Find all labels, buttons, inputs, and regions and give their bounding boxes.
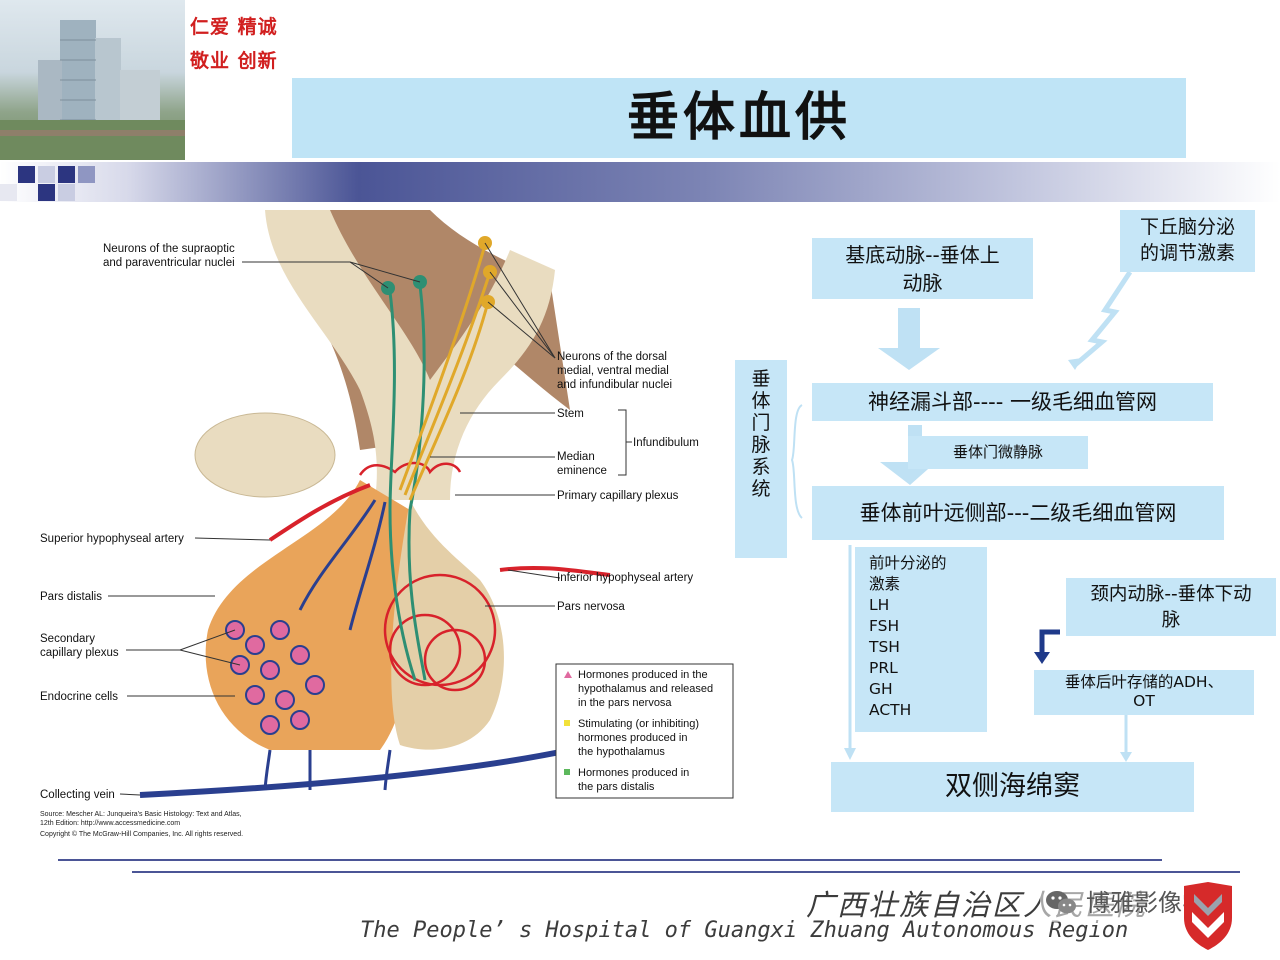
- box-portal-venules: 垂体门微静脉: [908, 436, 1088, 469]
- hospital-motto: 仁爱 精诚 敬业 创新: [190, 10, 300, 78]
- decor-square: [38, 184, 55, 201]
- hormone-gh: GH: [869, 680, 893, 698]
- legend-item-3-line-1: Hormones produced in: [578, 767, 689, 779]
- box-basal-artery: 基底动脉--垂体上 动脉: [812, 238, 1033, 299]
- posterior-line-1: 垂体后叶存储的ADH、: [1064, 673, 1224, 691]
- label-median-1: Median: [557, 451, 595, 463]
- decor-square: [18, 166, 35, 183]
- basal-line-1: 基底动脉--垂体上: [845, 243, 1000, 267]
- arrow-hypothalamic-hormones: [1073, 270, 1133, 367]
- decor-square: [58, 166, 75, 183]
- superior-hypophyseal-artery: [268, 483, 371, 542]
- portal-char-2: 体: [751, 390, 771, 412]
- label-supraoptic-2: and paraventricular nuclei: [103, 257, 235, 269]
- label-leader-lines: [108, 242, 632, 796]
- secondary-capillary-plexus: [225, 620, 325, 735]
- hospital-logo-icon: [1184, 882, 1232, 950]
- hypo-line-2: 的调节激素: [1139, 242, 1235, 264]
- label-stem: Stem: [557, 408, 584, 420]
- diagram-legend: Hormones produced in the hypothalamus an…: [555, 663, 734, 799]
- hormone-lh: LH: [869, 596, 890, 614]
- box-hypothalamic-hormones: 下丘脑分泌 的调节激素: [1120, 210, 1255, 272]
- source-line-2: 12th Edition: http://www.accessmedicine.…: [40, 820, 180, 827]
- box-internal-carotid: 颈内动脉--垂体下动 脉: [1066, 578, 1276, 636]
- wechat-icon: [1046, 891, 1076, 914]
- legend-item-1-line-3: in the pars nervosa: [578, 697, 672, 709]
- title-banner: 垂体血供: [292, 78, 1186, 158]
- label-secondary-plexus-1: Secondary: [40, 633, 95, 645]
- label-pars-distalis: Pars distalis: [40, 591, 102, 603]
- label-infundibulum: Infundibulum: [633, 437, 699, 449]
- decorative-stripe: [0, 162, 1280, 202]
- label-collecting-vein: Collecting vein: [40, 789, 115, 801]
- motto-line-1: 仁爱 精诚: [190, 16, 278, 38]
- portal-char-5: 系: [751, 456, 771, 478]
- hormone-prl: PRL: [869, 659, 898, 677]
- arrow-carotid-to-posterior: [1039, 629, 1060, 656]
- basal-line-2: 动脉: [902, 271, 943, 295]
- decor-square: [0, 184, 17, 201]
- legend-item-2-line-1: Stimulating (or inhibiting): [578, 718, 699, 730]
- label-inferior-artery: Inferior hypophyseal artery: [557, 572, 693, 584]
- decor-square: [58, 184, 75, 201]
- label-median-2: eminence: [557, 465, 607, 477]
- portal-char-1: 垂: [751, 368, 771, 390]
- pars-distalis-tissue: [205, 480, 414, 750]
- label-primary-plexus: Primary capillary plexus: [557, 490, 679, 502]
- box-anterior-hormones: 前叶分泌的 激素 LH FSH TSH PRL GH ACTH: [855, 547, 987, 732]
- hospital-building-photo: [0, 0, 185, 160]
- portal-char-6: 统: [751, 478, 771, 500]
- legend-item-3-line-2: the pars distalis: [578, 781, 655, 793]
- portal-char-4: 脉: [751, 434, 771, 456]
- label-dorsal-3: and infundibular nuclei: [557, 379, 672, 391]
- label-dorsal-2: medial, ventral medial: [557, 365, 669, 377]
- slide-title: 垂体血供: [626, 88, 851, 148]
- carotid-line-1: 颈内动脉--垂体下动: [1090, 584, 1252, 605]
- posterior-capillary-net: [358, 461, 497, 692]
- hormone-acth: ACTH: [869, 701, 912, 719]
- posterior-line-2: OT: [1133, 692, 1155, 710]
- hospital-name-en: The People’ s Hospital of Guangxi Zhuang…: [360, 918, 1129, 943]
- secretion-line-2: 激素: [869, 575, 901, 593]
- decor-square: [78, 166, 95, 183]
- hypothalamic-axons: [388, 244, 492, 681]
- label-supraoptic-1: Neurons of the supraoptic: [103, 243, 235, 255]
- legend-item-1-line-2: hypothalamus and released: [578, 683, 713, 695]
- legend-marker-green-square: [564, 769, 570, 775]
- arrow-basal-to-neural: [878, 308, 940, 370]
- box-portal-system: 垂 体 门 脉 系 统: [735, 360, 787, 558]
- label-superior-artery: Superior hypophyseal artery: [40, 533, 184, 545]
- infundibular-stem: [265, 210, 555, 500]
- source-line-1: Source: Mescher AL: Junqueira's Basic Hi…: [40, 811, 242, 818]
- source-line-3: Copyright © The McGraw-Hill Companies, I…: [40, 830, 243, 838]
- collecting-vein: [139, 747, 571, 798]
- box-neural-infundibulum: 神经漏斗部---- 一级毛细血管网: [812, 383, 1213, 421]
- label-endocrine: Endocrine cells: [40, 691, 118, 703]
- label-pars-nervosa: Pars nervosa: [557, 601, 625, 613]
- secretion-line-1: 前叶分泌的: [869, 554, 947, 572]
- legend-item-2-line-3: the hypothalamus: [578, 746, 665, 758]
- box-posterior-lobe: 垂体后叶存储的ADH、 OT: [1034, 670, 1254, 715]
- hormone-fsh: FSH: [869, 617, 900, 635]
- legend-marker-yellow-square: [564, 720, 570, 726]
- portal-char-3: 门: [751, 412, 771, 434]
- optic-chiasm: [194, 412, 336, 498]
- box-cavernous-sinus: 双侧海绵窦: [831, 762, 1194, 812]
- carotid-line-2: 脉: [1161, 610, 1181, 631]
- legend-marker-pink-triangle: [564, 671, 572, 678]
- box-anterior-lobe: 垂体前叶远侧部---二级毛细血管网: [812, 486, 1224, 540]
- label-secondary-plexus-2: capillary plexus: [40, 647, 119, 659]
- motto-line-2: 敬业 创新: [190, 50, 278, 72]
- label-dorsal-1: Neurons of the dorsal: [557, 351, 667, 363]
- inferior-hypophyseal-artery: [499, 565, 611, 577]
- legend-item-1-line-1: Hormones produced in the: [578, 669, 708, 681]
- hormone-tsh: TSH: [869, 638, 900, 656]
- decor-square: [38, 166, 55, 183]
- legend-item-2-line-2: hormones produced in: [578, 732, 687, 744]
- footer-divider-lines: [58, 859, 1240, 873]
- pituitary-blood-supply-diagram: Neurons of the supraoptic and paraventri…: [30, 210, 750, 850]
- portal-system-brace: [790, 404, 803, 519]
- hypo-line-1: 下丘脑分泌: [1139, 216, 1235, 238]
